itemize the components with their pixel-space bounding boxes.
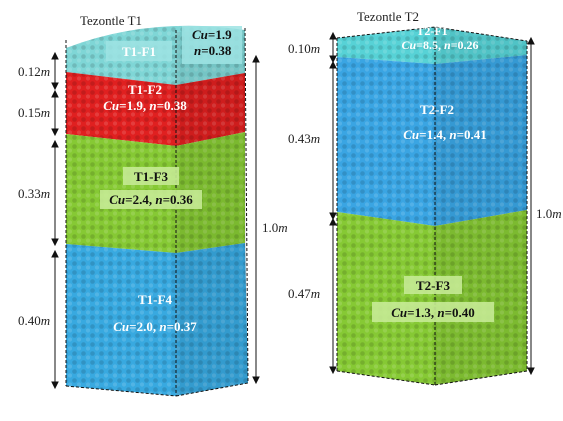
label-box-t1-f1	[106, 41, 172, 61]
label-t1-f2-params: Cu=1.9, n=0.38	[103, 98, 187, 113]
column-t2-title: Tezontle T2	[357, 9, 419, 24]
column-t2-side-shade	[435, 27, 527, 385]
label-t2-f2-params: Cu=1.4, n=0.41	[403, 127, 486, 142]
label-t1-f1: T1-F1	[122, 44, 156, 59]
column-t1-title: Tezontle T1	[80, 13, 142, 28]
label-box-t1-f3	[123, 167, 179, 185]
dim-t1-f3: 0.33m	[18, 186, 50, 201]
label-box-t1-f3-params	[100, 190, 202, 209]
dim-t1-f4: 0.40m	[18, 313, 50, 328]
layer-t1-f4-texture	[66, 243, 248, 396]
dim-t2-total: 1.0m	[536, 206, 562, 221]
column-t2-layer-f2	[337, 55, 527, 226]
column-t1-side-shade	[176, 30, 248, 396]
label-t1-f2: T1-F2	[128, 82, 162, 97]
label-t1-f4: T1-F4	[138, 292, 172, 307]
dim-t2-f3: 0.47m	[288, 286, 320, 301]
label-box-t2-f3-params	[372, 302, 494, 322]
label-t2-f2: T2-F2	[420, 102, 454, 117]
layer-t2-f1-texture	[337, 27, 527, 64]
label-t2-f3-params: Cu=1.3, n=0.40	[391, 305, 474, 320]
dim-t1-f2: 0.15m	[18, 105, 50, 120]
label-t1-f3: T1-F3	[134, 169, 168, 184]
dim-t1-total: 1.0m	[262, 220, 288, 235]
label-t2-f3: T2-F3	[416, 278, 450, 293]
column-t2-edges	[336, 26, 528, 386]
dim-t2-f2: 0.43m	[288, 131, 320, 146]
label-t1-f4-params: Cu=2.0, n=0.37	[113, 319, 197, 334]
column-t1-edges	[65, 27, 249, 397]
dim-t1-f1: 0.12m	[18, 64, 50, 79]
label-box-t2-f3	[404, 276, 462, 294]
dim-t2-f1: 0.10m	[288, 41, 320, 56]
column-t2-layer-f1	[337, 27, 527, 64]
column-t1-layer-f2	[66, 72, 245, 146]
column-t1-dimensions	[51, 51, 260, 390]
label-t1-extra-n: n=0.38	[194, 43, 232, 58]
column-t1: Tezontle T1 T1-F1	[18, 13, 288, 397]
layer-t2-f2-texture	[337, 55, 527, 226]
column-t2: Tezontle T2 T2-F1 Cu=8.5, n=0.26 T2-F2 C…	[288, 9, 562, 386]
label-t2-f1: T2-F1	[416, 24, 447, 38]
layer-t2-f3-texture	[337, 210, 527, 385]
column-t1-layer-f4	[66, 243, 248, 396]
label-t2-f1-params: Cu=8.5, n=0.26	[401, 38, 478, 52]
label-t1-f3-params: Cu=2.4, n=0.36	[109, 192, 193, 207]
column-t2-dimensions	[329, 31, 535, 376]
label-t1-extra-cu: Cu=1.9	[192, 27, 232, 42]
label-box-t1-extra	[182, 26, 242, 64]
layer-t1-f2-texture	[66, 72, 245, 146]
column-t2-layer-f3	[337, 210, 527, 385]
